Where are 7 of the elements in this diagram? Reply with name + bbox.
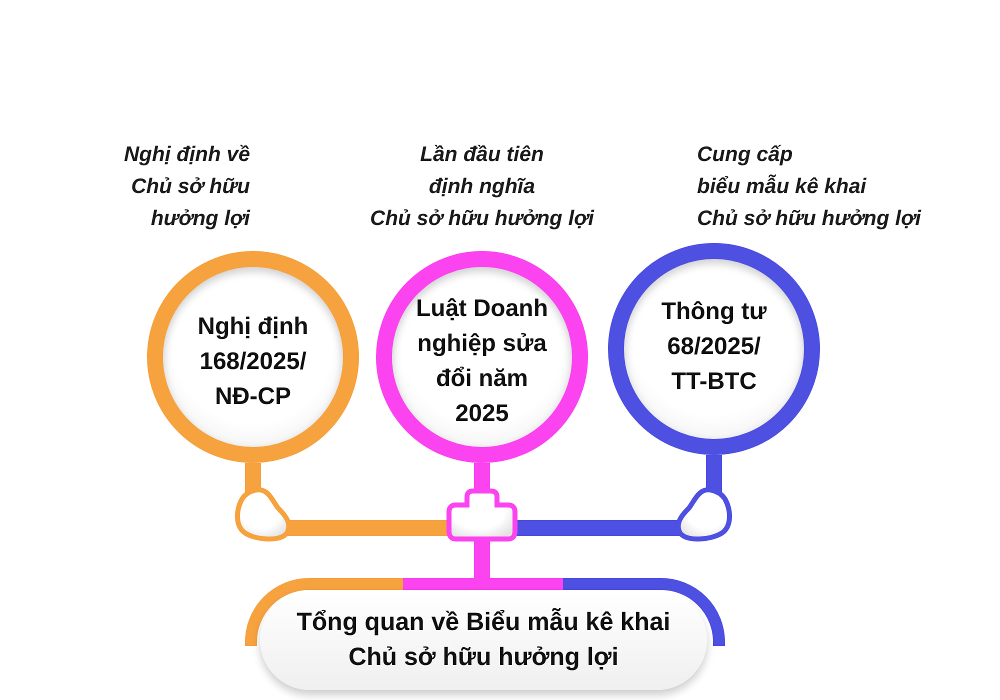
caption-text: Lần đầu tiên định nghĩa Chủ sở hữu hưởng lợi	[369, 142, 596, 232]
caption-text: Nghị định về Chủ sở hữu hưởng lợi	[123, 142, 250, 232]
circle-label: Nghị định 168/2025/ NĐ-CP	[198, 312, 308, 412]
caption-text: Cung cấp biểu mẫu kê khai Chủ sở hữu hưởng lợi	[697, 142, 922, 232]
banner-title: Tổng quan về Biểu mẫu kê khai Chủ sở hữu hưởng lợi	[296, 607, 670, 673]
circle-label: Thông tư 68/2025/ TT-BTC	[661, 296, 767, 396]
circle-label: Luật Doanh nghiệp sửa đổi năm 2025	[416, 294, 548, 429]
